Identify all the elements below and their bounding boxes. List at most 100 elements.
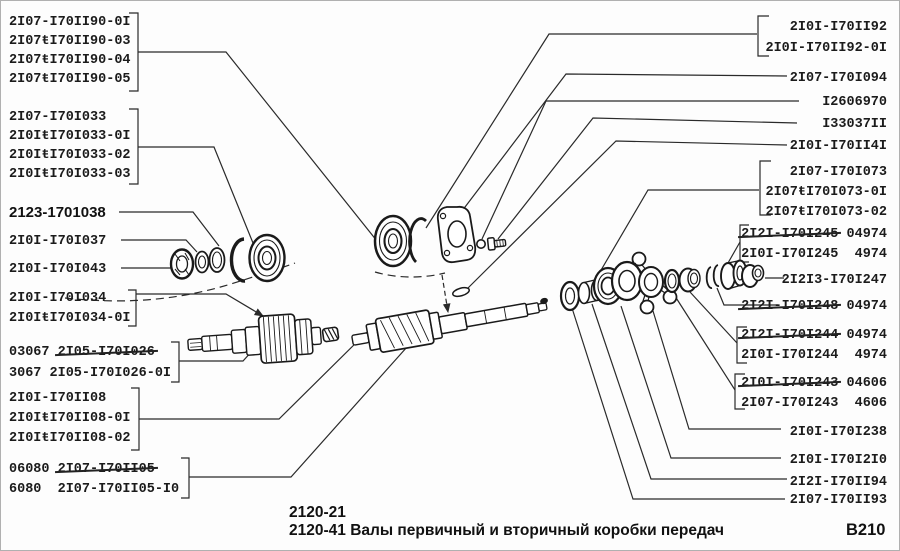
label-12606970: I2606970 xyxy=(822,93,887,112)
code-suffix: 04974 xyxy=(838,227,887,242)
part-number: 2I0I-I70II92-0I xyxy=(765,41,887,56)
castle-nut-drawing xyxy=(741,264,765,288)
caption-title: 2120-41 Валы первичный и вторичный короб… xyxy=(289,521,725,539)
label-block-1701105: 06080 2I07-I70II05 6080 2I07-I70II05-I0 xyxy=(9,460,179,500)
code-suffix: 04606 xyxy=(838,376,887,391)
label-13303711: I33037II xyxy=(822,115,887,134)
bolt-drawing xyxy=(486,236,507,251)
superseded-part-number: 2I0I-I70I243 xyxy=(741,374,838,394)
flange-nut-drawing xyxy=(678,267,701,293)
part-number: 2I0IŧI70I033-0I xyxy=(9,129,131,144)
part-number: 2I0I-I70I238 xyxy=(789,425,887,440)
part-number: 2I07-I70I033 xyxy=(9,110,107,125)
label-block-1701245: 2I2I-I70I245 04974 2I0I-I70I245 4974 xyxy=(741,225,887,265)
label-block-1701192: 2I0I-I70II92 2I0I-I70II92-0I xyxy=(765,17,887,59)
label-block-1701034: 2I0I-I70I034 2I0IŧI70I034-0I xyxy=(9,289,131,329)
label-block-1701026: 03067 2I05-I70I026 3067 2I05-I70I026-0I xyxy=(9,342,171,384)
part-number: 2I07-I70I094 xyxy=(789,71,887,86)
bearing-cover-plate-drawing xyxy=(436,205,477,264)
secondary-shaft-drawing xyxy=(351,302,548,353)
label-1701038: 2123-1701038 xyxy=(9,204,106,221)
part-number: 6080 2I07-I70II05-I0 xyxy=(9,482,180,497)
input-shaft-drawing xyxy=(187,313,322,364)
part-number: 2I07ŧI70II90-03 xyxy=(9,34,131,49)
figure-code: B210 xyxy=(846,521,886,539)
label-1701248: 2I2I-I70I248 04974 xyxy=(741,297,887,316)
part-number: 3067 2I05-I70I026-0I xyxy=(9,366,172,381)
figure-caption: 2120-21 2120-41 Валы первичный и вторичн… xyxy=(289,504,724,539)
label-1701043: 2I0I-I70I043 xyxy=(9,260,106,279)
part-number: 2I07-I70I073 xyxy=(789,165,887,180)
input-shaft-bearing-drawing xyxy=(248,233,286,283)
rear-input-bearing-drawing xyxy=(373,214,413,268)
needle-bushing-drawing xyxy=(321,326,340,343)
superseded-part-number: 2I2I-I70I248 xyxy=(741,299,839,314)
part-number: 2I0I-I70I244 4974 xyxy=(741,348,887,363)
part-number: 2I0IŧI70II08-02 xyxy=(9,431,131,446)
label-block-1701033: 2I07-I70I033 2I0IŧI70I033-0I 2I0IŧI70I03… xyxy=(9,108,131,184)
part-number: 2I07-I70II93 xyxy=(789,493,887,508)
label-block-1701190: 2I07-I70II90-0I 2I07ŧI70II90-03 2I07ŧI70… xyxy=(9,13,131,89)
part-number: 2I2I3-I70I247 xyxy=(781,273,887,288)
woodruff-key-drawing xyxy=(452,286,470,298)
code-prefix: 03067 xyxy=(9,345,58,360)
label-1701194: 2I2I-I70II94 xyxy=(790,473,887,492)
thrust-washer-drawing xyxy=(559,280,581,312)
lock-ring-drawing xyxy=(408,217,427,264)
oil-seal-drawing xyxy=(169,248,195,280)
part-number: 06080 2I07-I70II05 xyxy=(9,460,179,480)
part-number: I33037II xyxy=(822,117,887,132)
superseded-part-number: 2I2I-I70I244 xyxy=(741,326,838,346)
part-number: 2I0IŧI70I033-02 xyxy=(9,148,131,163)
part-number: I2606970 xyxy=(822,95,887,110)
code-suffix: 04974 xyxy=(838,328,887,343)
part-number: 2I07ŧI70II90-04 xyxy=(9,53,131,68)
part-number: 2I2I-I70I244 04974 xyxy=(741,326,887,346)
label-1701247: 2I2I3-I70I247 xyxy=(782,271,887,290)
part-number: 2I07-I70II90-0I xyxy=(9,15,131,30)
spring-washer-drawing xyxy=(475,239,486,250)
label-block-1701073: 2I07-I70I073 2I07ŧI70I073-0I 2I07ŧI70I07… xyxy=(765,163,887,223)
part-number: 2I2I-I70I248 04974 xyxy=(741,297,887,316)
code-suffix: 04974 xyxy=(838,299,887,314)
superseded-part-number: 2I2I-I70I245 xyxy=(741,225,838,245)
part-number: 03067 2I05-I70I026 xyxy=(9,342,171,363)
shaft-key-small-drawing xyxy=(540,297,548,305)
part-number: 2I0I-I70I2I0 xyxy=(789,453,887,468)
part-number: 2I0I-I70II08 xyxy=(9,391,107,406)
washer-drawing xyxy=(194,250,210,274)
seal-ring-drawing xyxy=(663,268,681,294)
label-block-1701244: 2I2I-I70I244 04974 2I0I-I70I244 4974 xyxy=(741,326,887,366)
spring-rings-drawing xyxy=(705,264,720,289)
label-brackets xyxy=(128,12,771,499)
part-number: 2I0IŧI70II08-0I xyxy=(9,411,131,426)
leader-lines xyxy=(119,33,799,500)
part-number: 2I0I-I70I034 xyxy=(9,291,107,306)
circlip-drawing xyxy=(229,237,246,283)
part-number: 2I0IŧI70I034-0I xyxy=(9,311,131,326)
snap-washer-drawing xyxy=(208,247,226,273)
label-block-1701108: 2I0I-I70II08 2I0IŧI70II08-0I 2I0IŧI70II0… xyxy=(9,389,131,449)
part-number: 2I07-I70I243 4606 xyxy=(741,396,887,411)
part-number: 2I0I-I70II4I xyxy=(789,139,887,154)
part-number: 2I07ŧI70I073-02 xyxy=(765,205,887,220)
bearing-race-drawing xyxy=(610,260,644,302)
part-number: 2I0I-I70I037 xyxy=(9,234,107,249)
part-number: 2I0IŧI70I033-03 xyxy=(9,167,131,182)
part-number: 2I2I-I70I245 04974 xyxy=(741,225,887,245)
part-number: 2I0I-I70I243 04606 xyxy=(741,374,887,394)
part-number: 2I0I-I70II92 xyxy=(789,20,887,35)
part-number: 2I2I-I70II94 xyxy=(789,475,887,490)
caption-model-codes: 2120-21 xyxy=(289,504,346,521)
superseded-part-number: 2I05-I70I026 xyxy=(58,342,155,363)
part-number: 2I07ŧI70I073-0I xyxy=(765,185,887,200)
part-number: 2I0I-I70I245 4974 xyxy=(741,247,887,262)
drive-flange-drawing xyxy=(631,251,678,315)
superseded-part-number: 2I07-I70II05 xyxy=(58,460,155,480)
label-1701210: 2I0I-I70I2I0 xyxy=(790,451,887,470)
label-1701193: 2I07-I70II93 xyxy=(790,491,887,510)
label-block-1701243: 2I0I-I70I243 04606 2I07-I70I243 4606 xyxy=(741,374,887,414)
label-1701141: 2I0I-I70II4I xyxy=(790,137,887,156)
